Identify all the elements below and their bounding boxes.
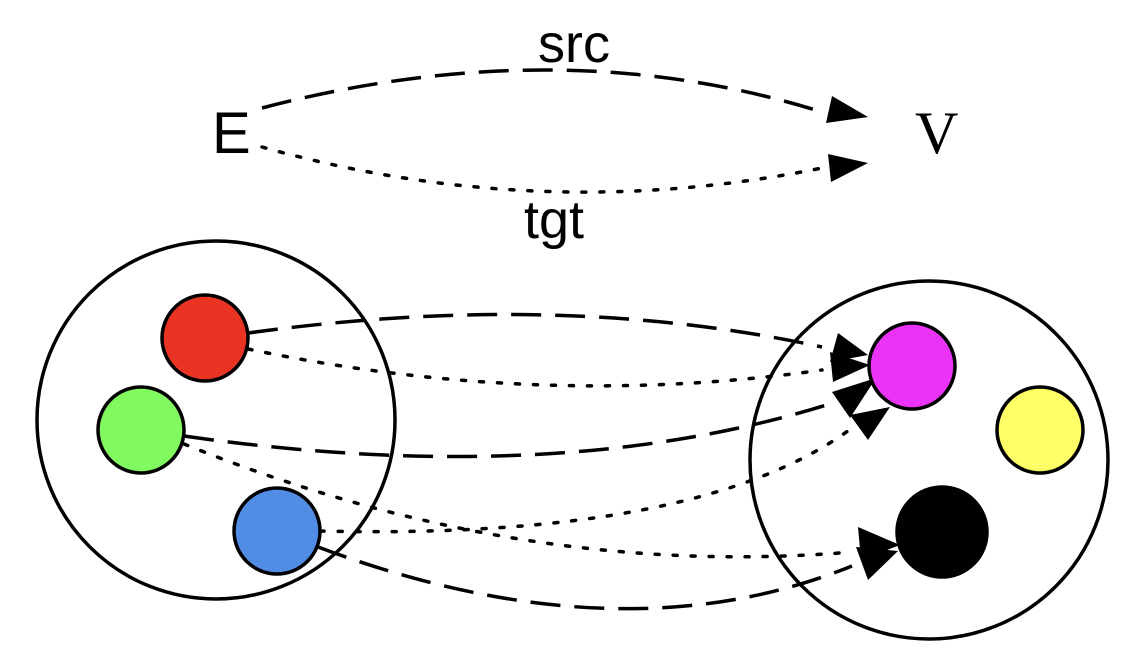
node-magenta [867,321,957,411]
instance [35,239,1110,641]
edge-src-blue-to-black [317,545,853,611]
arrowhead-tgt-red-to-magenta [830,352,870,382]
arrowhead-src-green-to-magenta [832,378,876,418]
instance-nodes [96,293,1085,579]
node-blue [232,486,322,576]
edge-src-green-to-magenta [183,400,837,459]
label-src: src [538,14,610,74]
node-red [160,293,250,383]
arrowhead-src-red-to-magenta [830,333,868,362]
instance-edges [182,312,900,611]
schema-tgt-arrowhead [828,154,868,182]
node-green [96,385,186,475]
label-tgt: tgt [524,190,584,250]
set-V [748,279,1110,641]
set-E [35,239,397,601]
edge-src-red-to-magenta [247,312,823,349]
node-yellow [995,385,1085,475]
schema-src-arrowhead [826,96,868,123]
label-V: V [915,100,958,166]
edge-tgt-blue-to-magenta [318,426,854,534]
node-black [895,485,989,579]
arrowhead-src-blue-to-black [856,547,898,580]
schema-src-arrow [261,68,823,114]
edge-tgt-red-to-magenta [246,347,824,388]
label-E: E [212,101,251,166]
schema-tgt-arrow [260,145,824,194]
arrowhead-tgt-blue-to-magenta [850,407,890,440]
schema: E V src tgt [212,14,958,250]
